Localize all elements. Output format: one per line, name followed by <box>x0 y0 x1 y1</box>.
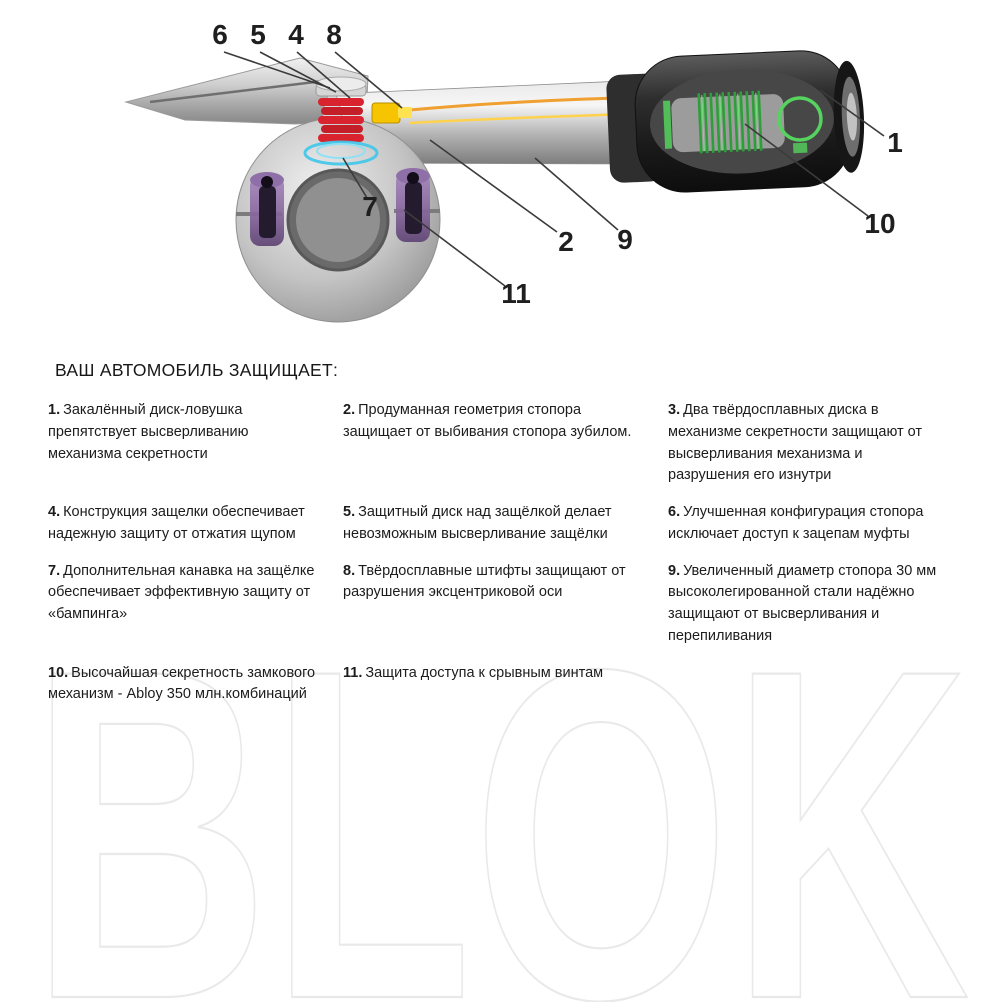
callout-lines <box>223 51 885 287</box>
feature-item-10: 10.Высочайшая секретность замкового меха… <box>48 663 343 707</box>
callout-label-6: 6 <box>212 19 228 50</box>
callout-label-8: 8 <box>326 19 342 50</box>
feature-item-1: 1.Закалённый диск-ловушка препятствует в… <box>48 400 343 487</box>
callout-label-9: 9 <box>617 224 633 255</box>
callout-label-7: 7 <box>362 191 378 222</box>
feature-num: 11. <box>343 664 363 681</box>
feature-num: 9. <box>668 562 681 579</box>
groove-highlight <box>303 140 379 166</box>
feature-item-9: 9.Увеличенный диаметр стопора 30 мм высо… <box>668 561 973 648</box>
callout-line-7 <box>342 157 368 199</box>
feature-item-5: 5.Защитный диск над защёлкой делает нево… <box>343 502 668 546</box>
feature-item-6: 6.Улучшенная конфигурация стопора исключ… <box>668 502 973 546</box>
clamp-collar <box>235 117 441 323</box>
callout-line-4 <box>296 51 351 99</box>
device-diagram: 6 5 4 8 1 10 9 2 7 11 <box>124 19 903 323</box>
callout-line-5 <box>259 51 337 93</box>
feature-text: Увеличенный диаметр стопора 30 мм высоко… <box>668 562 937 644</box>
feature-text: Конструкция защелки обеспечивает надежну… <box>48 504 305 542</box>
feature-item-2: 2.Продуманная геометрия стопора защищает… <box>343 400 668 487</box>
callout-line-11 <box>403 209 506 287</box>
feature-num: 2. <box>343 402 356 418</box>
feature-text: Дополнительная канавка на защёлке обеспе… <box>48 562 315 623</box>
callout-line-1 <box>819 89 885 137</box>
callout-label-1: 1 <box>887 127 903 158</box>
feature-num: 1. <box>48 402 61 418</box>
callout-line-6 <box>223 51 331 89</box>
callout-label-5: 5 <box>250 19 266 50</box>
feature-num: 3. <box>668 402 681 418</box>
feature-text: Защитный диск над защёлкой делает невозм… <box>343 504 612 542</box>
handle <box>606 50 865 193</box>
callout-line-9 <box>534 157 619 231</box>
feature-item-8: 8.Твёрдосплавные штифты защищают от разр… <box>343 561 668 648</box>
feature-text: Продуманная геометрия стопора защищает о… <box>343 402 632 440</box>
callout-label-2: 2 <box>558 226 574 257</box>
callout-label-11: 11 <box>501 278 531 309</box>
lock-spring-highlight <box>697 90 763 154</box>
feature-num: 8. <box>343 562 356 579</box>
feature-item-7: 7.Дополнительная канавка на защёлке обес… <box>48 561 343 648</box>
pin-highlight <box>371 102 412 124</box>
feature-text: Твёрдосплавные штифты защищают от разруш… <box>343 562 626 601</box>
feature-item-4: 4.Конструкция защелки обеспечивает надеж… <box>48 502 343 546</box>
feature-item-3: 3.Два твёрдосплавных диска в механизме с… <box>668 400 973 487</box>
feature-num: 5. <box>343 504 356 520</box>
breakaway-bolt-left <box>250 172 284 246</box>
feature-num: 10. <box>48 664 69 681</box>
callout-line-8 <box>334 51 403 109</box>
feature-text: Защита доступа к срывным винтам <box>365 664 604 681</box>
hook-arm-seam <box>149 77 341 104</box>
feature-text: Улучшенная конфигурация стопора исключае… <box>668 504 924 542</box>
section-heading: ВАШ АВТОМОБИЛЬ ЗАЩИЩАЕТ: <box>55 360 339 380</box>
feature-list: 1.Закалённый диск-ловушка препятствует в… <box>48 400 973 706</box>
watermark-text: BLOK <box>30 612 970 1002</box>
feature-text: Высочайшая секретность замкового механиз… <box>48 664 316 703</box>
feature-text: Закалённый диск-ловушка препятствует выс… <box>48 402 249 462</box>
callout-line-10 <box>744 123 869 217</box>
callout-label-4: 4 <box>288 19 304 50</box>
feature-item-11: 11.Защита доступа к срывным винтам <box>343 663 668 707</box>
lock-ring-highlight <box>777 96 823 142</box>
feature-text: Два твёрдосплавных диска в механизме сек… <box>668 402 923 484</box>
feature-num: 4. <box>48 504 61 520</box>
callout-label-10: 10 <box>864 208 895 239</box>
callout-line-2 <box>429 139 558 233</box>
feature-num: 7. <box>48 562 61 579</box>
watermark-layer: BLOK <box>29 612 971 1002</box>
feature-num: 6. <box>668 504 681 520</box>
breakaway-bolt-right <box>396 168 430 242</box>
lock-device-illustration: 6 5 4 8 1 10 9 2 7 11 <box>124 19 903 323</box>
